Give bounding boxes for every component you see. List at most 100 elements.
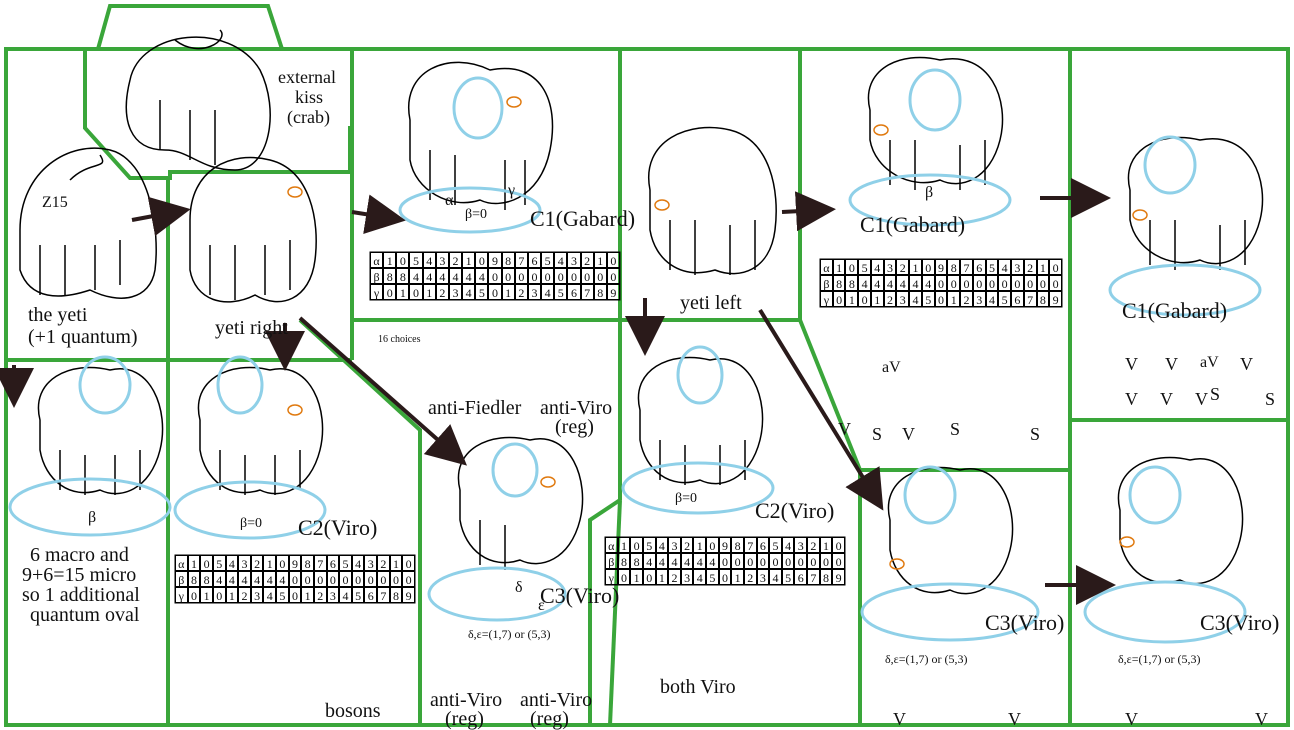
table-cell: 8 xyxy=(731,537,744,553)
table-cell: 0 xyxy=(794,553,807,569)
table-cell: 5 xyxy=(352,587,365,603)
table-cell: 4 xyxy=(643,553,656,569)
v-mark-11: V xyxy=(1125,710,1138,728)
table-cell: 5 xyxy=(276,587,289,603)
table-cell: γ xyxy=(605,569,618,585)
anti-viro-label-1: anti-Viro xyxy=(540,398,612,418)
anti-viro-label-3: anti-Viro xyxy=(520,690,592,710)
table-cell: 5 xyxy=(998,291,1011,307)
av-mark-1: aV xyxy=(882,360,901,376)
table-cell: 0 xyxy=(581,268,594,284)
c3-viro-3: C3(Viro) xyxy=(1200,612,1279,634)
table-cell: 5 xyxy=(782,569,795,585)
table-cell: α xyxy=(370,252,383,268)
table-cell: 7 xyxy=(581,284,594,300)
table-cell: 3 xyxy=(528,284,541,300)
c1-gabard-2: C1(Gabard) xyxy=(860,214,965,236)
table-cell: 0 xyxy=(769,553,782,569)
table-cell: 5 xyxy=(986,259,999,275)
table-cell: 4 xyxy=(922,275,935,291)
table-cell: 0 xyxy=(567,268,580,284)
table-cell: 1 xyxy=(396,284,409,300)
v-mark-9: V xyxy=(893,710,906,728)
table-cell: 5 xyxy=(475,284,488,300)
table-cell: β xyxy=(370,268,383,284)
table-cell: 1 xyxy=(301,587,314,603)
macro-line-4: quantum oval xyxy=(30,605,139,625)
table-cell: 8 xyxy=(820,569,833,585)
table-cell: 1 xyxy=(693,537,706,553)
table-cell: 8 xyxy=(1037,291,1050,307)
table-cell: 4 xyxy=(909,275,922,291)
table-cell: 4 xyxy=(226,571,239,587)
crab-label: (crab) xyxy=(287,108,330,126)
table-cell: 0 xyxy=(618,569,631,585)
beta-1: β xyxy=(925,185,933,201)
table-cell: 1 xyxy=(188,555,201,571)
table-cell: 8 xyxy=(188,571,201,587)
table-cell: 4 xyxy=(871,259,884,275)
table-cell: 0 xyxy=(364,571,377,587)
table-cell: 0 xyxy=(973,275,986,291)
table-cell: 2 xyxy=(436,284,449,300)
table-cell: 0 xyxy=(719,553,732,569)
table-cell: 8 xyxy=(594,284,607,300)
table-cell: 4 xyxy=(409,268,422,284)
table-cell: 2 xyxy=(251,555,264,571)
table-cell: 4 xyxy=(213,571,226,587)
c1-gabard-1: C1(Gabard) xyxy=(530,208,635,230)
av-mark-2: aV xyxy=(1200,355,1219,371)
s-mark-5: S xyxy=(1265,390,1275,408)
table-cell: 7 xyxy=(1024,291,1037,307)
c1-gabard-3: C1(Gabard) xyxy=(1122,300,1227,322)
table-cell: 1 xyxy=(383,252,396,268)
table-cell: β xyxy=(175,571,188,587)
table-cell: γ xyxy=(175,587,188,603)
external-label: external xyxy=(278,68,336,86)
anti-fiedler-label: anti-Fiedler xyxy=(428,398,521,418)
table-cell: 0 xyxy=(757,553,770,569)
table-cell: 3 xyxy=(896,291,909,307)
v-mark-1: V xyxy=(838,420,851,438)
table-cell: 0 xyxy=(706,537,719,553)
table-cell: 0 xyxy=(643,569,656,585)
beta-2: β xyxy=(88,510,96,526)
table-cell: 8 xyxy=(845,275,858,291)
table-cell: 6 xyxy=(528,252,541,268)
table-cell: 8 xyxy=(396,268,409,284)
table-cell: 0 xyxy=(528,268,541,284)
table-cell: 7 xyxy=(744,537,757,553)
yeti-title: the yeti xyxy=(28,305,87,325)
table-cell: 4 xyxy=(986,291,999,307)
table-cell: 0 xyxy=(402,571,415,587)
table-cell: 3 xyxy=(364,555,377,571)
table-cell: 4 xyxy=(226,555,239,571)
table-cell: 0 xyxy=(630,537,643,553)
table-cell: 0 xyxy=(301,571,314,587)
table-cell: 5 xyxy=(339,555,352,571)
v-mark-8: V xyxy=(1195,390,1208,408)
table-cell: 4 xyxy=(998,259,1011,275)
table-cell: 6 xyxy=(1011,291,1024,307)
table-cell: 5 xyxy=(769,537,782,553)
beta-zero-3: β=0 xyxy=(675,492,697,506)
c2-viro-1: C2(Viro) xyxy=(298,517,377,539)
table-cell: 8 xyxy=(502,252,515,268)
table-cell: 2 xyxy=(807,537,820,553)
macro-line-3: so 1 additional xyxy=(22,585,140,605)
table-cell: 9 xyxy=(289,555,302,571)
table-cell: 2 xyxy=(377,555,390,571)
table-cell: 0 xyxy=(1049,259,1062,275)
yeti-right-title: yeti right xyxy=(215,318,288,338)
table-cell: 4 xyxy=(693,569,706,585)
v-mark-12: V xyxy=(1255,710,1268,728)
kiss-label: kiss xyxy=(295,88,323,106)
table-cell: 4 xyxy=(251,571,264,587)
table-cell: 9 xyxy=(935,259,948,275)
table-cell: 5 xyxy=(554,284,567,300)
table-cell: 4 xyxy=(871,275,884,291)
epsilon-1: ε xyxy=(538,598,545,614)
table-cell: 0 xyxy=(289,571,302,587)
c3-viro-1: C3(Viro) xyxy=(540,585,619,607)
table-cell: 0 xyxy=(1049,275,1062,291)
